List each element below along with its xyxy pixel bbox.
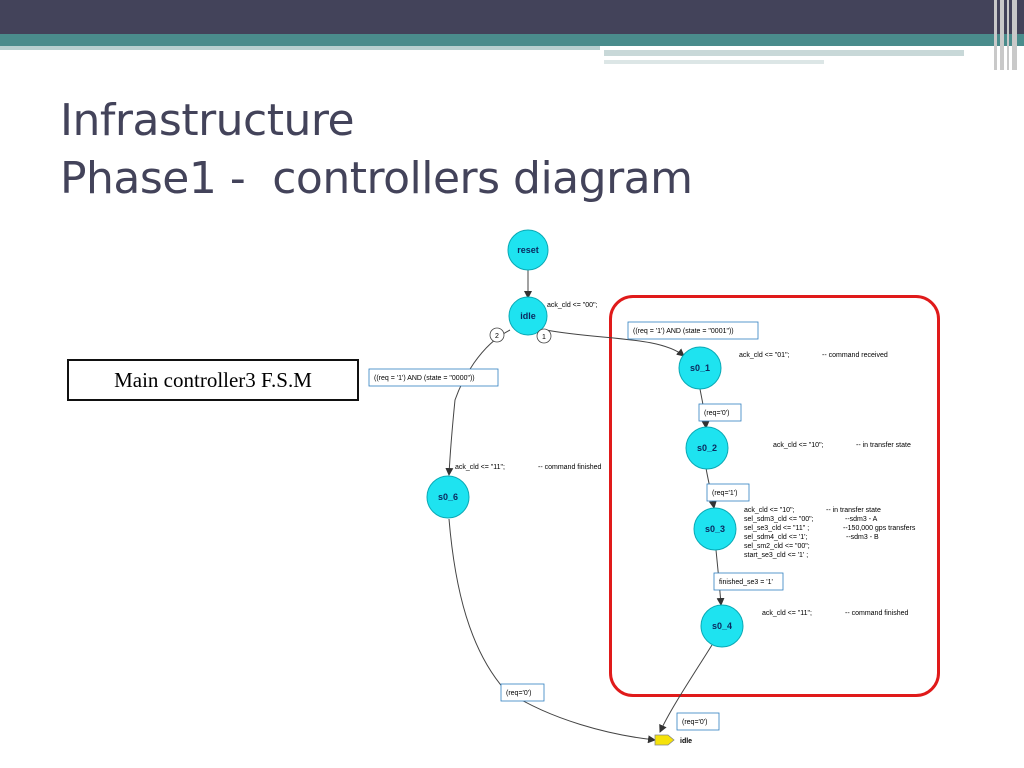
action-comment: -- in transfer state — [826, 507, 881, 514]
state-label: s0_1 — [690, 363, 710, 373]
state-idle: idle — [508, 296, 548, 336]
condition-box: ((req = '1') AND (state = "0001")) — [627, 321, 759, 340]
action-text: ack_cld <= "10"; — [773, 442, 824, 449]
action-text: ack_cld <= "00"; — [547, 302, 598, 309]
condition-box: (req='0') — [676, 712, 720, 731]
header-bar — [0, 0, 1024, 34]
state-s0_2: s0_2 — [685, 426, 729, 470]
header-rule — [0, 46, 600, 50]
highlight-frame — [609, 295, 940, 697]
state-reset: reset — [507, 229, 549, 271]
action-text: ack_cld <= "10"; — [744, 507, 795, 514]
diagram-caption-box: Main controller3 F.S.M — [67, 359, 359, 401]
state-label: idle — [520, 311, 536, 321]
priority-marker: 2 — [489, 327, 505, 343]
action-comment: --sdm3 - B — [846, 534, 879, 541]
transition-s0_4-idle — [659, 644, 713, 733]
svg-text:finished_se3 = '1': finished_se3 = '1' — [719, 579, 773, 586]
svg-text:(req='0'): (req='0') — [704, 410, 729, 417]
condition-box: finished_se3 = '1' — [713, 572, 784, 591]
corner-stripe — [1012, 0, 1017, 70]
action-comment: --sdm3 - A — [845, 516, 878, 523]
action-text: ack_cld <= "01"; — [739, 352, 790, 359]
svg-text:(req='1'): (req='1') — [712, 490, 737, 497]
state-label: s0_6 — [438, 492, 458, 502]
corner-stripe — [1007, 0, 1009, 70]
terminal-label: idle — [680, 738, 692, 745]
transition-idle-s0_6 — [445, 329, 511, 476]
action-text: ack_cld <= "11"; — [455, 464, 505, 471]
action-comment: -- command received — [822, 352, 888, 359]
svg-text:1: 1 — [542, 334, 546, 341]
state-s0_1: s0_1 — [678, 346, 722, 390]
transition-idle-s0_1 — [545, 329, 685, 357]
header-accent-bar — [0, 34, 1024, 46]
condition-box: (req='0') — [698, 403, 742, 422]
corner-stripe — [994, 0, 997, 70]
action-text: sel_sm2_cld <= "00"; — [744, 543, 810, 550]
action-comment: -- command finished — [538, 464, 602, 471]
svg-text:((req = '1') AND (state = "000: ((req = '1') AND (state = "0001")) — [633, 328, 734, 335]
condition-box: (req='0') — [500, 683, 545, 702]
terminal-idle: idle — [654, 734, 692, 746]
state-s0_6: s0_6 — [426, 475, 470, 519]
header-rule — [604, 60, 824, 64]
svg-text:(req='0'): (req='0') — [506, 690, 531, 697]
action-text: sel_sdm3_cld <= "00"; — [744, 516, 814, 523]
condition-box: (req='1') — [706, 483, 750, 502]
action-text: ack_cld <= "11"; — [762, 610, 812, 617]
title-line-1: Infrastructure — [60, 95, 355, 146]
svg-text:2: 2 — [495, 333, 499, 340]
action-comment: -- in transfer state — [856, 442, 911, 449]
state-label: s0_3 — [705, 524, 725, 534]
action-text: start_se3_cld <= '1' ; — [744, 552, 808, 559]
slide-title: Infrastructure Phase1 - controllers diag… — [60, 92, 693, 208]
action-text: sel_se3_cld <= "11" ; — [744, 525, 809, 532]
state-label: s0_4 — [712, 621, 732, 631]
action-text: sel_sdm4_cld <= '1'; — [744, 534, 807, 541]
action-comment: --150,000 gps transfers — [843, 525, 916, 532]
state-s0_3: s0_3 — [693, 507, 737, 551]
corner-stripe — [1000, 0, 1004, 70]
state-label: reset — [517, 245, 539, 255]
svg-text:(req='0'): (req='0') — [682, 719, 707, 726]
diagram-caption: Main controller3 F.S.M — [114, 367, 312, 392]
svg-text:((req = '1') AND (state = "000: ((req = '1') AND (state = "0000")) — [374, 375, 475, 382]
priority-marker: 1 — [536, 328, 552, 344]
state-s0_4: s0_4 — [700, 604, 744, 648]
title-line-2: Phase1 - controllers diagram — [60, 153, 693, 204]
action-comment: -- command finished — [845, 610, 909, 617]
header-rule — [604, 50, 964, 56]
condition-box: ((req = '1') AND (state = "0000")) — [368, 368, 499, 387]
state-label: s0_2 — [697, 443, 717, 453]
transition-s0_6-idle — [448, 518, 656, 744]
